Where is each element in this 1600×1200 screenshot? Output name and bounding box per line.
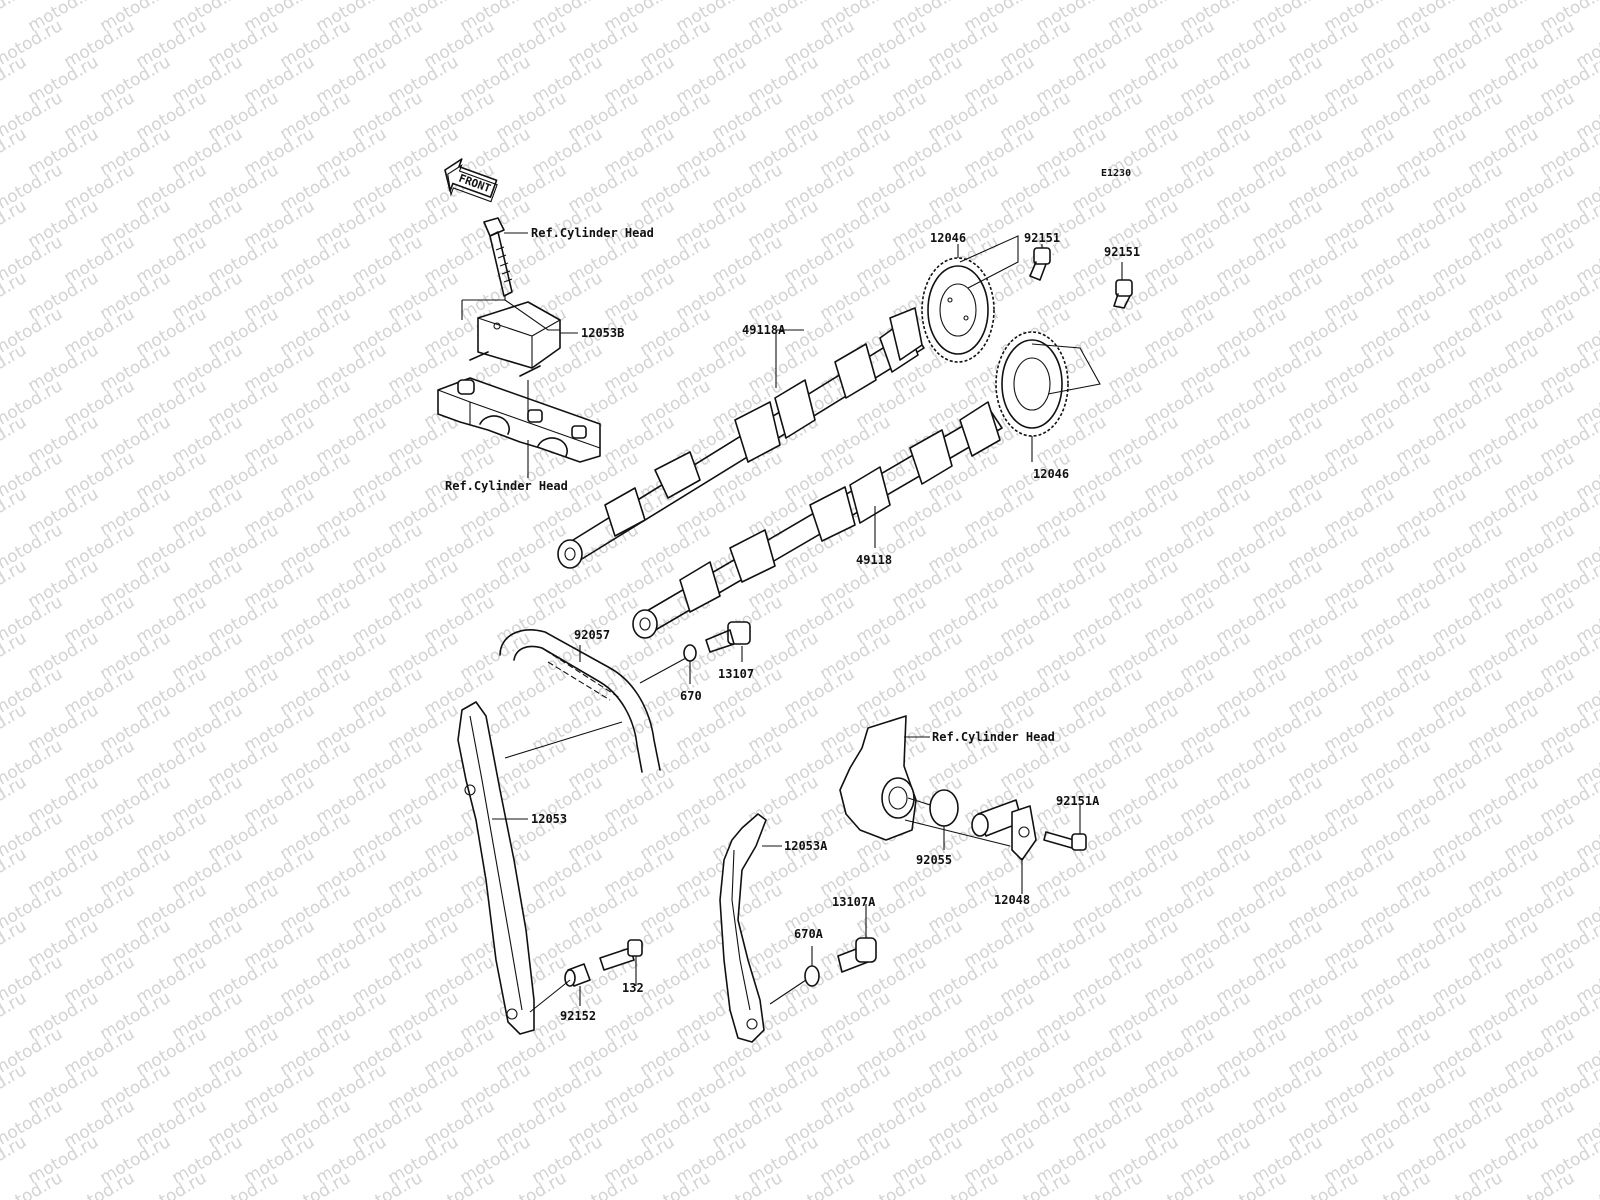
label-13107A: 13107A <box>832 895 876 909</box>
label-92055: 92055 <box>916 853 952 867</box>
cam-chain-tensioner <box>971 799 1037 861</box>
tensioner-bolt <box>1043 831 1087 851</box>
chain-guide-12053 <box>457 701 535 1035</box>
label-12053A: 12053A <box>784 839 828 853</box>
sprocket-bolt-lower <box>1113 279 1133 309</box>
camshaft-sprocket-top <box>921 257 995 363</box>
label-12046-top: 12046 <box>930 231 966 245</box>
label-92151-top: 92151 <box>1024 231 1060 245</box>
camshaft-cap-bracket <box>469 301 561 377</box>
camshaft-sprocket-lower <box>995 331 1069 437</box>
diagram-code: E1230 <box>1101 168 1131 179</box>
label-12053B: 12053B <box>581 326 624 340</box>
guide-mount-bolt <box>599 939 643 971</box>
label-49118A: 49118A <box>742 323 786 337</box>
label-12046-right: 12046 <box>1033 467 1069 481</box>
front-arrow-icon: FRONT <box>444 158 498 203</box>
label-ref-cylinder-head-top: Ref.Cylinder Head <box>531 226 654 240</box>
label-92057: 92057 <box>574 628 610 642</box>
guide-pivot-bolt-A <box>837 937 877 973</box>
label-13107: 13107 <box>718 667 754 681</box>
label-92151A: 92151A <box>1056 794 1100 808</box>
label-ref-cylinder-head-right: Ref.Cylinder Head <box>932 730 1055 744</box>
label-132: 132 <box>622 981 644 995</box>
o-ring-92055 <box>929 789 959 827</box>
camshaft-49118 <box>632 401 1003 639</box>
camshaft-holder <box>437 377 601 463</box>
label-12048: 12048 <box>994 893 1030 907</box>
guide-pivot-bolt <box>705 621 751 653</box>
cam-cap-bolt <box>483 217 513 297</box>
label-92152: 92152 <box>560 1009 596 1023</box>
o-ring-670A <box>804 965 820 987</box>
cam-chain <box>499 629 661 773</box>
label-12053: 12053 <box>531 812 567 826</box>
label-ref-cylinder-head-left: Ref.Cylinder Head <box>445 479 568 493</box>
chain-guide-12053A <box>719 813 767 1043</box>
label-49118: 49118 <box>856 553 892 567</box>
cylinder-head-tensioner-boss <box>839 715 917 841</box>
label-92151-right: 92151 <box>1104 245 1140 259</box>
label-670A: 670A <box>794 927 824 941</box>
sprocket-bolt-top <box>1029 247 1051 281</box>
camshaft-49118A <box>557 307 925 569</box>
guide-collar <box>564 963 591 987</box>
label-670: 670 <box>680 689 702 703</box>
